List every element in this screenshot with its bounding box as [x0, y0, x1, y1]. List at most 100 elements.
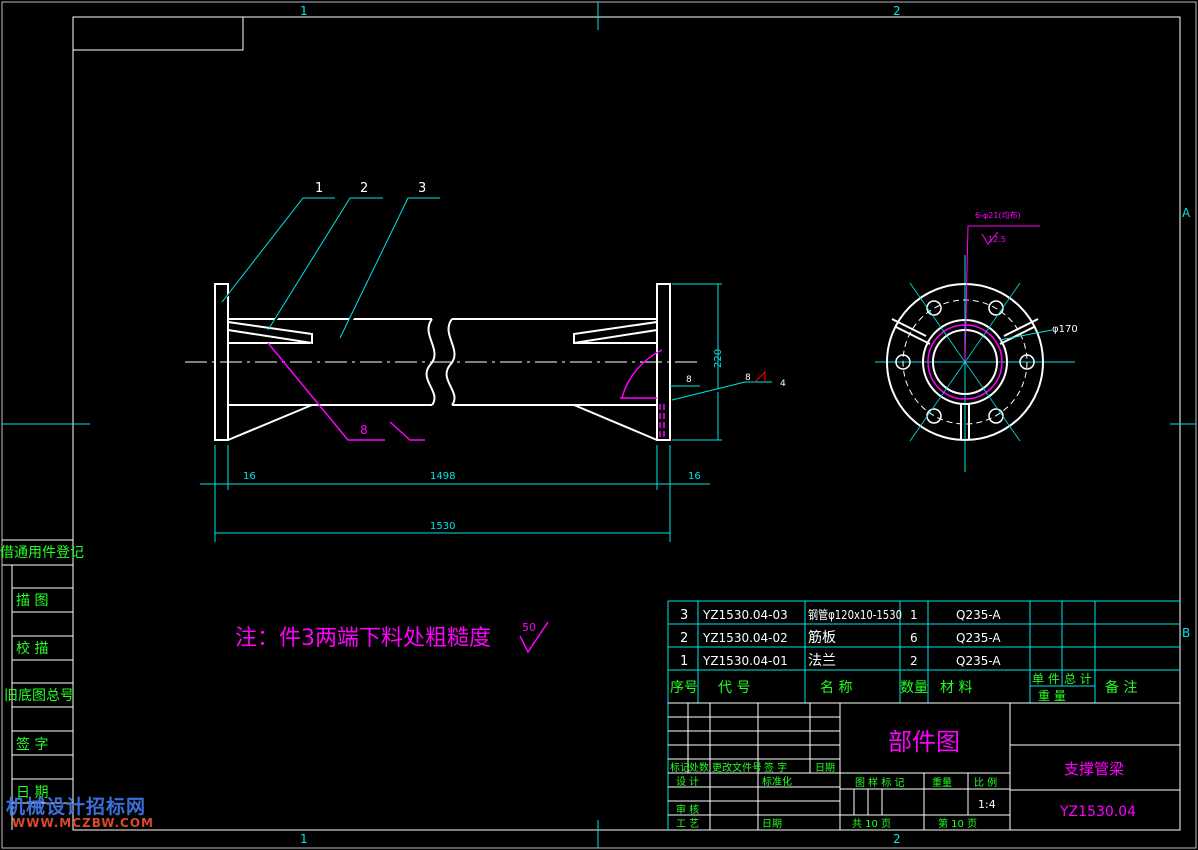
bom-no: 3 — [680, 608, 688, 623]
part-leaders — [221, 197, 440, 339]
front-view: 8 1 2 3 220 16 1498 16 1530 8 — [185, 181, 786, 542]
weld-size-left: 8 — [360, 423, 368, 437]
diameter-170: φ170 — [1052, 324, 1078, 335]
left-flange — [214, 283, 229, 441]
dim-16-left: 16 — [243, 471, 256, 482]
side-row-old-no: 旧底图总号 — [4, 688, 74, 704]
bom-code: YZ1530.04-03 — [702, 608, 788, 622]
tb-total-pages: 共 10 页 — [852, 818, 891, 830]
weld-ring — [927, 324, 1003, 400]
tb-change-date: 日期 — [815, 762, 835, 774]
bom-code: YZ1530.04-01 — [702, 654, 788, 668]
dimension-lines — [200, 283, 772, 542]
bom-name: 筋板 — [808, 629, 836, 646]
holes-note: 6-φ21(均布) — [975, 210, 1021, 220]
weld-symbol — [754, 370, 766, 383]
bom-row: 3 YZ1530.04-03 钢管φ120x10-1530 1 Q235-A — [680, 607, 1001, 623]
bom-name: 钢管φ120x10-1530 — [808, 607, 902, 622]
weld-size-right-b: 8 — [745, 373, 751, 383]
zone-col-2-top: 2 — [893, 4, 901, 18]
tb-scale: 1:4 — [978, 798, 996, 811]
weld-details — [267, 342, 665, 441]
tb-stage: 图 样 标 记 — [855, 776, 905, 789]
tb-design: 设 计 — [676, 775, 699, 788]
tb-drawing-kind: 部件图 — [888, 728, 960, 756]
zone-row-b: B — [1182, 626, 1190, 640]
dim-220: 220 — [713, 349, 724, 368]
weld-size-right-a: 8 — [686, 375, 692, 385]
side-table — [2, 539, 73, 830]
bom-qty: 1 — [910, 608, 918, 622]
pipe-outer-circle — [922, 319, 1008, 405]
bom-qty: 2 — [910, 654, 918, 668]
zone-col-1-top: 1 — [300, 4, 308, 18]
bolt-circle — [902, 299, 1028, 425]
bom-material: Q235-A — [956, 654, 1001, 668]
note-roughness-value: 50 — [522, 621, 536, 634]
holes-roughness: 12.5 — [988, 235, 1006, 244]
side-row-date: 日 期 — [16, 785, 48, 801]
right-flange — [656, 283, 671, 441]
leader-1: 1 — [315, 181, 323, 196]
bom-header: 序号 代 号 名 称 数量 材 料 单 件 总 计 重 量 备 注 — [670, 672, 1137, 703]
end-view: 6-φ21(均布) 12.5 φ170 — [875, 210, 1078, 472]
tb-count: 处数 — [689, 761, 709, 774]
bom-header-material: 材 料 — [940, 680, 972, 696]
flange-outer-circle — [886, 283, 1044, 441]
bom-no: 2 — [680, 631, 688, 646]
end-view-ribs — [891, 318, 1039, 440]
bom-header-weight: 重 量 — [1038, 689, 1066, 703]
side-row-trace: 描 图 — [16, 593, 48, 609]
bom-header-name: 名 称 — [820, 680, 852, 696]
bom-header-unit: 单 件 — [1032, 672, 1060, 686]
tb-drawing-no: YZ1530.04 — [1059, 804, 1136, 820]
bom-no: 1 — [680, 654, 688, 669]
bom-header-code: 代 号 — [718, 680, 750, 696]
title-block-labels: 标记 处数 更改文件号 签 字 日期 设 计 标准化 审 核 工 艺 日期 图 … — [670, 761, 997, 830]
zone-col-1-bottom: 1 — [300, 832, 308, 846]
bom-row: 1 YZ1530.04-01 法兰 2 Q235-A — [680, 653, 1001, 669]
ribs — [227, 321, 658, 441]
watermark-url: WWW.MCZBW.COM — [12, 816, 154, 830]
pipe-inner-circle — [932, 329, 998, 395]
dim-16-right: 16 — [688, 471, 701, 482]
bom-rows: 3 YZ1530.04-03 钢管φ120x10-1530 1 Q235-A 2… — [680, 607, 1001, 669]
bom-code: YZ1530.04-02 — [702, 631, 788, 645]
tb-date: 日期 — [762, 818, 782, 830]
holes-leader — [964, 225, 1040, 363]
bom-header-qty: 数量 — [900, 680, 928, 696]
bom-row: 2 YZ1530.04-02 筋板 6 Q235-A — [680, 629, 1001, 646]
diameter-leader — [999, 329, 1053, 341]
top-left-box — [73, 17, 244, 51]
roughness-note: 注：件3两端下料处粗糙度 — [235, 626, 491, 651]
side-table-header: 借通用件登记 — [0, 545, 84, 561]
leader-3: 3 — [418, 181, 426, 196]
tb-signature: 签 字 — [764, 761, 787, 774]
bom-header-remark: 备 注 — [1105, 679, 1137, 696]
tb-change-doc: 更改文件号 — [712, 761, 762, 774]
bom-header-no: 序号 — [670, 680, 698, 696]
bom-material: Q235-A — [956, 608, 1001, 622]
side-row-check: 校 描 — [16, 640, 48, 657]
side-row-sign: 签 字 — [16, 736, 48, 753]
weld-count: 4 — [780, 379, 786, 389]
tb-weight: 重量 — [932, 776, 952, 789]
bom-header-total: 总 计 — [1064, 672, 1092, 686]
bom-name: 法兰 — [808, 653, 836, 669]
holes-roughness-symbol — [981, 231, 999, 245]
zone-row-a: A — [1182, 206, 1191, 220]
tb-standard: 标准化 — [762, 775, 792, 788]
tb-part-name: 支撑管梁 — [1064, 760, 1124, 778]
leader-2: 2 — [360, 181, 368, 196]
tb-page: 第 10 页 — [938, 817, 977, 830]
zone-col-2-bottom: 2 — [893, 832, 901, 846]
bolt-holes — [895, 300, 1035, 424]
watermark: 机械设计招标网 WWW.MCZBW.COM — [6, 798, 154, 830]
bom-material: Q235-A — [956, 631, 1001, 645]
tb-review: 审 核 — [676, 803, 699, 816]
tb-scale-label: 比 例 — [974, 776, 997, 789]
tb-mark: 标记 — [670, 762, 690, 774]
